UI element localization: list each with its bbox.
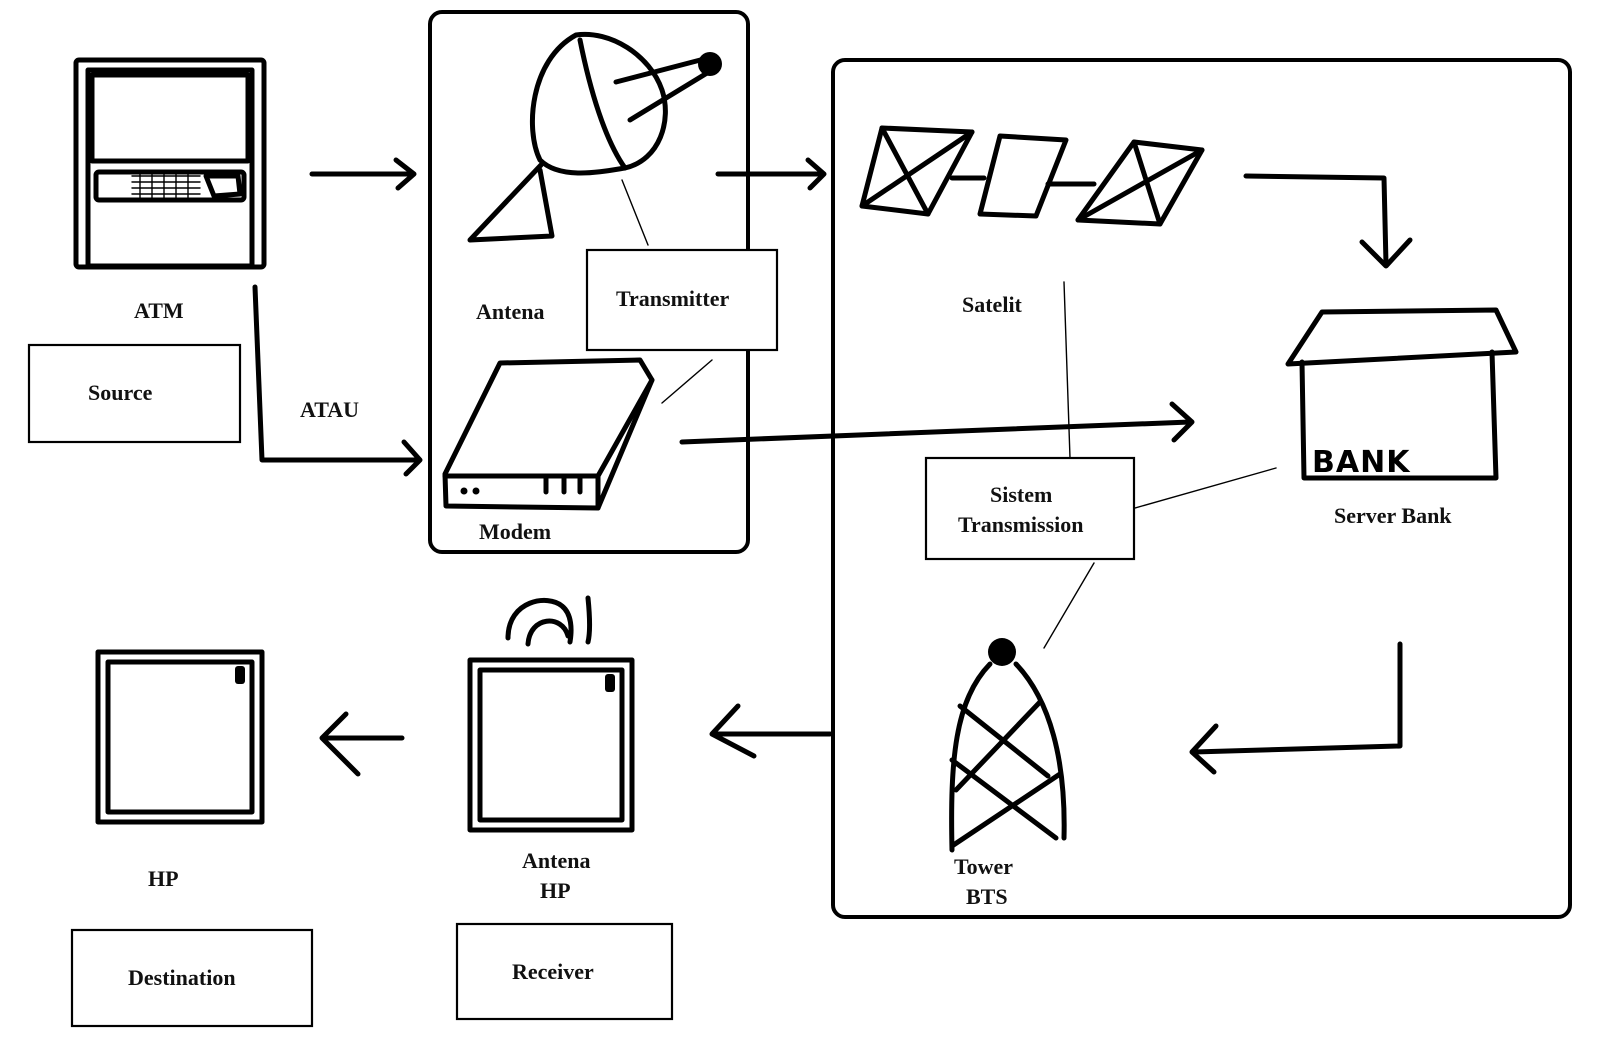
receiver-label: Receiver bbox=[512, 959, 594, 984]
sistem-transmission-box bbox=[924, 456, 1136, 561]
source-label: Source bbox=[88, 380, 153, 405]
satelit-label: Satelit bbox=[962, 292, 1023, 317]
bank-sign-text: BANK bbox=[1312, 445, 1411, 480]
arrow-antena-hp-to-hp bbox=[319, 711, 405, 777]
sistem-label-line2: Transmission bbox=[958, 512, 1084, 537]
satellite-dish-icon bbox=[467, 31, 722, 243]
hp-label: HP bbox=[148, 866, 179, 891]
modem-label: Modem bbox=[479, 519, 551, 544]
tower-bts-icon bbox=[949, 638, 1067, 853]
transmitter-to-modem-leader bbox=[661, 359, 713, 404]
transmitter-box bbox=[585, 248, 779, 352]
server-bank-label: Server Bank bbox=[1334, 503, 1452, 528]
satelit-to-sistem-leader bbox=[1063, 281, 1071, 459]
arrow-satelit-to-bank bbox=[1243, 173, 1413, 269]
modem-icon bbox=[442, 357, 655, 511]
satellite-icon bbox=[859, 125, 1205, 227]
sistem-label-line1: Sistem bbox=[990, 482, 1052, 507]
transmitter-label: Transmitter bbox=[616, 286, 729, 311]
source-box bbox=[27, 343, 242, 444]
atau-label: ATAU bbox=[300, 397, 359, 422]
tower-label-line1: Tower bbox=[954, 854, 1013, 879]
dish-to-transmitter-leader bbox=[621, 179, 649, 246]
arrow-modem-to-bank bbox=[679, 401, 1195, 445]
destination-label: Destination bbox=[128, 965, 236, 990]
antena-hp-label-line1: Antena bbox=[522, 848, 590, 873]
antena-label: Antena bbox=[476, 299, 544, 324]
bank-to-sistem-leader bbox=[1127, 467, 1277, 511]
atm-icon bbox=[73, 57, 267, 270]
bank-building-icon bbox=[1285, 307, 1519, 481]
hp-device-icon bbox=[95, 649, 265, 825]
tower-label-line2: BTS bbox=[966, 884, 1008, 909]
antena-hp-icon bbox=[467, 595, 635, 833]
destination-box bbox=[70, 928, 314, 1028]
arrow-network-to-antena-hp bbox=[709, 703, 833, 759]
network-group-frame bbox=[831, 58, 1572, 919]
arrow-bank-to-tower bbox=[1189, 641, 1403, 775]
sistem-to-tower-leader bbox=[1043, 562, 1095, 649]
atm-label: ATM bbox=[134, 298, 184, 323]
antena-hp-label-line2: HP bbox=[540, 878, 571, 903]
arrow-atm-to-antena bbox=[309, 157, 417, 191]
arrow-atm-to-modem bbox=[252, 284, 423, 477]
arrow-antena-to-satelit bbox=[715, 157, 827, 191]
receiver-box bbox=[455, 922, 674, 1021]
